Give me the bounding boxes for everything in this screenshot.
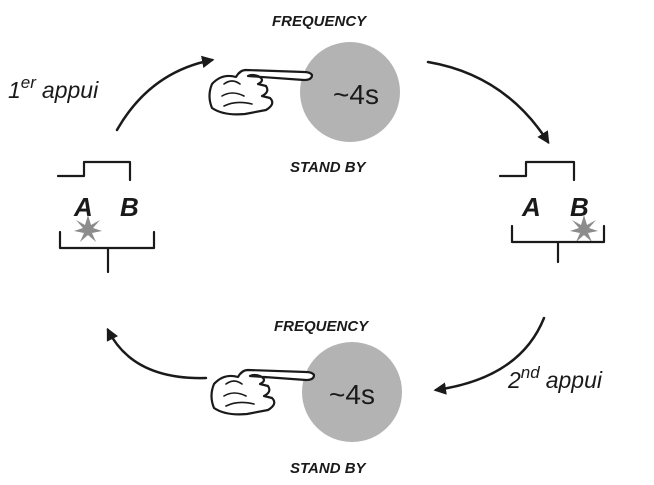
bottom-timer-circle xyxy=(302,342,402,442)
top-frequency-label: FREQUENCY xyxy=(272,13,368,30)
arrow-bottom-right xyxy=(433,316,546,395)
spark-icon xyxy=(570,215,598,242)
bottom-standby-label: STAND BY xyxy=(290,460,368,477)
top-timer-circle xyxy=(300,42,400,142)
pointing-hand-icon xyxy=(210,368,316,416)
top-step: FREQUENCY ~4s STAND BY xyxy=(208,13,400,176)
bottom-duration: ~4s xyxy=(329,379,375,410)
left-switch: A B xyxy=(56,160,156,274)
spark-icon xyxy=(74,215,102,242)
left-switch-a: A xyxy=(73,192,93,222)
bottom-step: FREQUENCY ~4s STAND BY xyxy=(210,318,402,477)
right-switch: A B xyxy=(498,160,606,264)
top-duration: ~4s xyxy=(333,79,379,110)
bottom-frequency-label: FREQUENCY xyxy=(274,318,370,335)
arrow-bottom-left xyxy=(106,327,208,380)
arrow-top-right xyxy=(426,60,550,145)
arrow-top-left xyxy=(115,55,215,132)
top-standby-label: STAND BY xyxy=(290,159,368,176)
left-switch-b: B xyxy=(120,192,139,222)
right-switch-a: A xyxy=(521,192,541,222)
right-switch-b: B xyxy=(570,192,589,222)
pointing-hand-icon xyxy=(208,68,314,116)
